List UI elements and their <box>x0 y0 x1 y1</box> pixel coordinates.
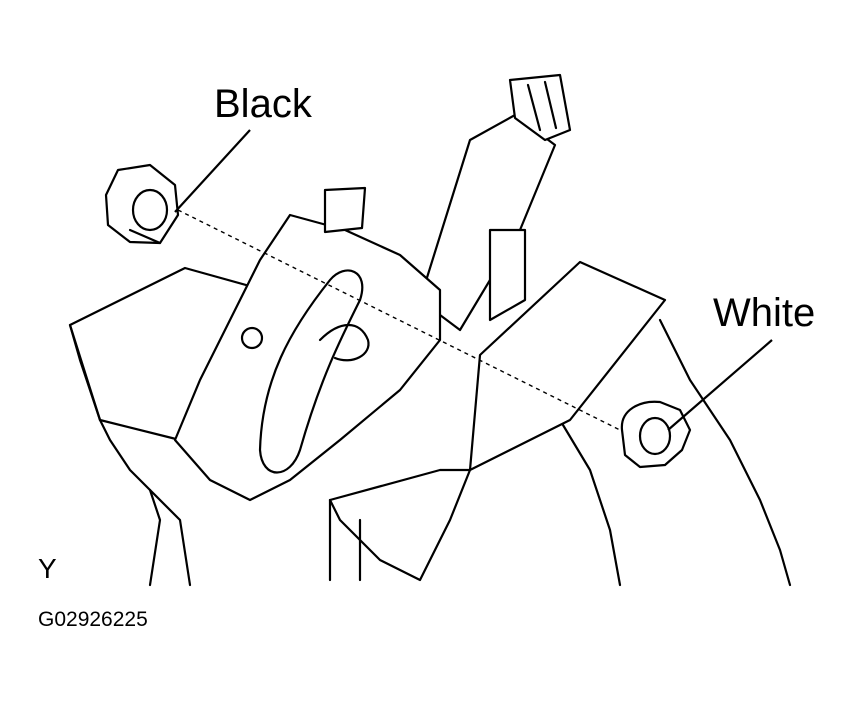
alignment-line <box>177 209 621 431</box>
white-label: White <box>713 291 816 335</box>
tilt-bracket <box>173 186 442 502</box>
black-label: Black <box>214 82 312 126</box>
black-collar-part <box>104 163 180 245</box>
figure-code: G02926225 <box>38 608 148 631</box>
black-leader-line <box>174 129 251 213</box>
support-plate <box>328 260 667 582</box>
steering-shaft <box>418 73 572 332</box>
view-label: Y <box>38 553 57 584</box>
white-collar-part <box>620 400 692 469</box>
white-leader-line <box>667 339 773 431</box>
